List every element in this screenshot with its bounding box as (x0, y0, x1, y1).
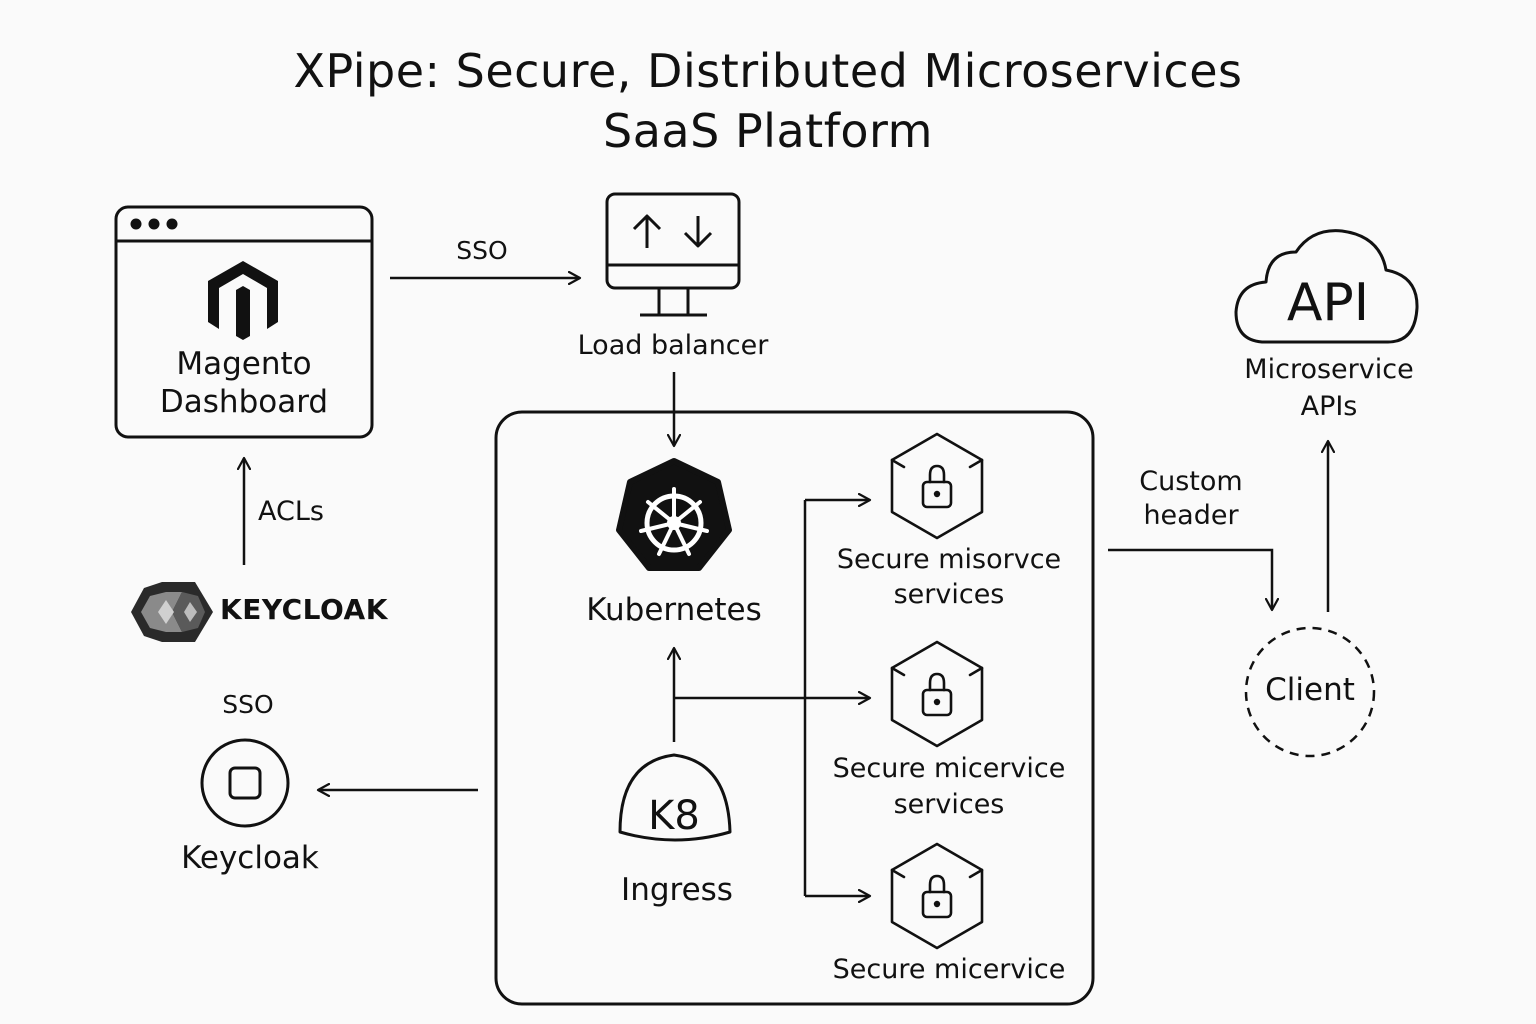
acls-label: ACLs (258, 496, 324, 527)
service3-label-line1: Secure micervice (832, 954, 1066, 985)
window-dot-icon (130, 218, 142, 230)
service2-label-line1: Secure micervice (832, 753, 1066, 784)
sso-bottom-label: SSO (222, 690, 274, 719)
kubernetes-helm-icon[interactable] (616, 458, 732, 571)
keycloak-logo-icon (131, 582, 213, 642)
lock-cube-icon[interactable] (890, 432, 984, 540)
api-label-line2: APIs (1300, 391, 1358, 422)
magento-label-line1: Magento (176, 346, 312, 382)
diagram-title-line2: SaaS Platform (603, 104, 933, 158)
cloud-icon[interactable]: API (1234, 229, 1419, 344)
window-dot-icon (166, 218, 178, 230)
ingress-badge-text: K8 (648, 793, 700, 839)
stop-square-circle-icon[interactable] (200, 738, 290, 828)
custom-header-label-line1: Custom (1139, 466, 1243, 497)
ingress-badge[interactable]: K8 (618, 753, 732, 842)
service2-label-line2: services (893, 789, 1005, 820)
custom-header-arrow (1108, 548, 1272, 610)
diagram-title-line1: XPipe: Secure, Distributed Microservices (293, 44, 1243, 98)
magento-dashboard-window[interactable] (114, 205, 374, 439)
load-balancer-label: Load balancer (577, 330, 769, 361)
api-cloud-text: API (1287, 273, 1369, 333)
service1-label-line2: services (893, 579, 1005, 610)
ingress-label: Ingress (621, 872, 733, 908)
keycloak-label: Keycloak (181, 840, 319, 876)
magento-logo-icon (208, 261, 278, 340)
monitor-updown-icon[interactable] (605, 192, 741, 317)
down-arrow-icon (683, 216, 713, 248)
magento-label-line2: Dashboard (159, 384, 329, 420)
cluster-container (494, 410, 1095, 1006)
lock-cube-icon[interactable] (890, 640, 984, 748)
lock-cube-icon[interactable] (890, 842, 984, 950)
sso-top-label: SSO (456, 236, 508, 265)
client-node[interactable] (1244, 626, 1376, 758)
api-label-line1: Microservice (1244, 354, 1414, 385)
client-label: Client (1265, 672, 1355, 708)
service1-label-line1: Secure misorvce (836, 544, 1062, 575)
up-arrow-icon (632, 214, 662, 248)
custom-header-label-line2: header (1143, 500, 1239, 531)
kubernetes-label: Kubernetes (586, 592, 762, 628)
window-dot-icon (148, 218, 160, 230)
keycloak-brand-label: KEYCLOAK (220, 593, 388, 626)
